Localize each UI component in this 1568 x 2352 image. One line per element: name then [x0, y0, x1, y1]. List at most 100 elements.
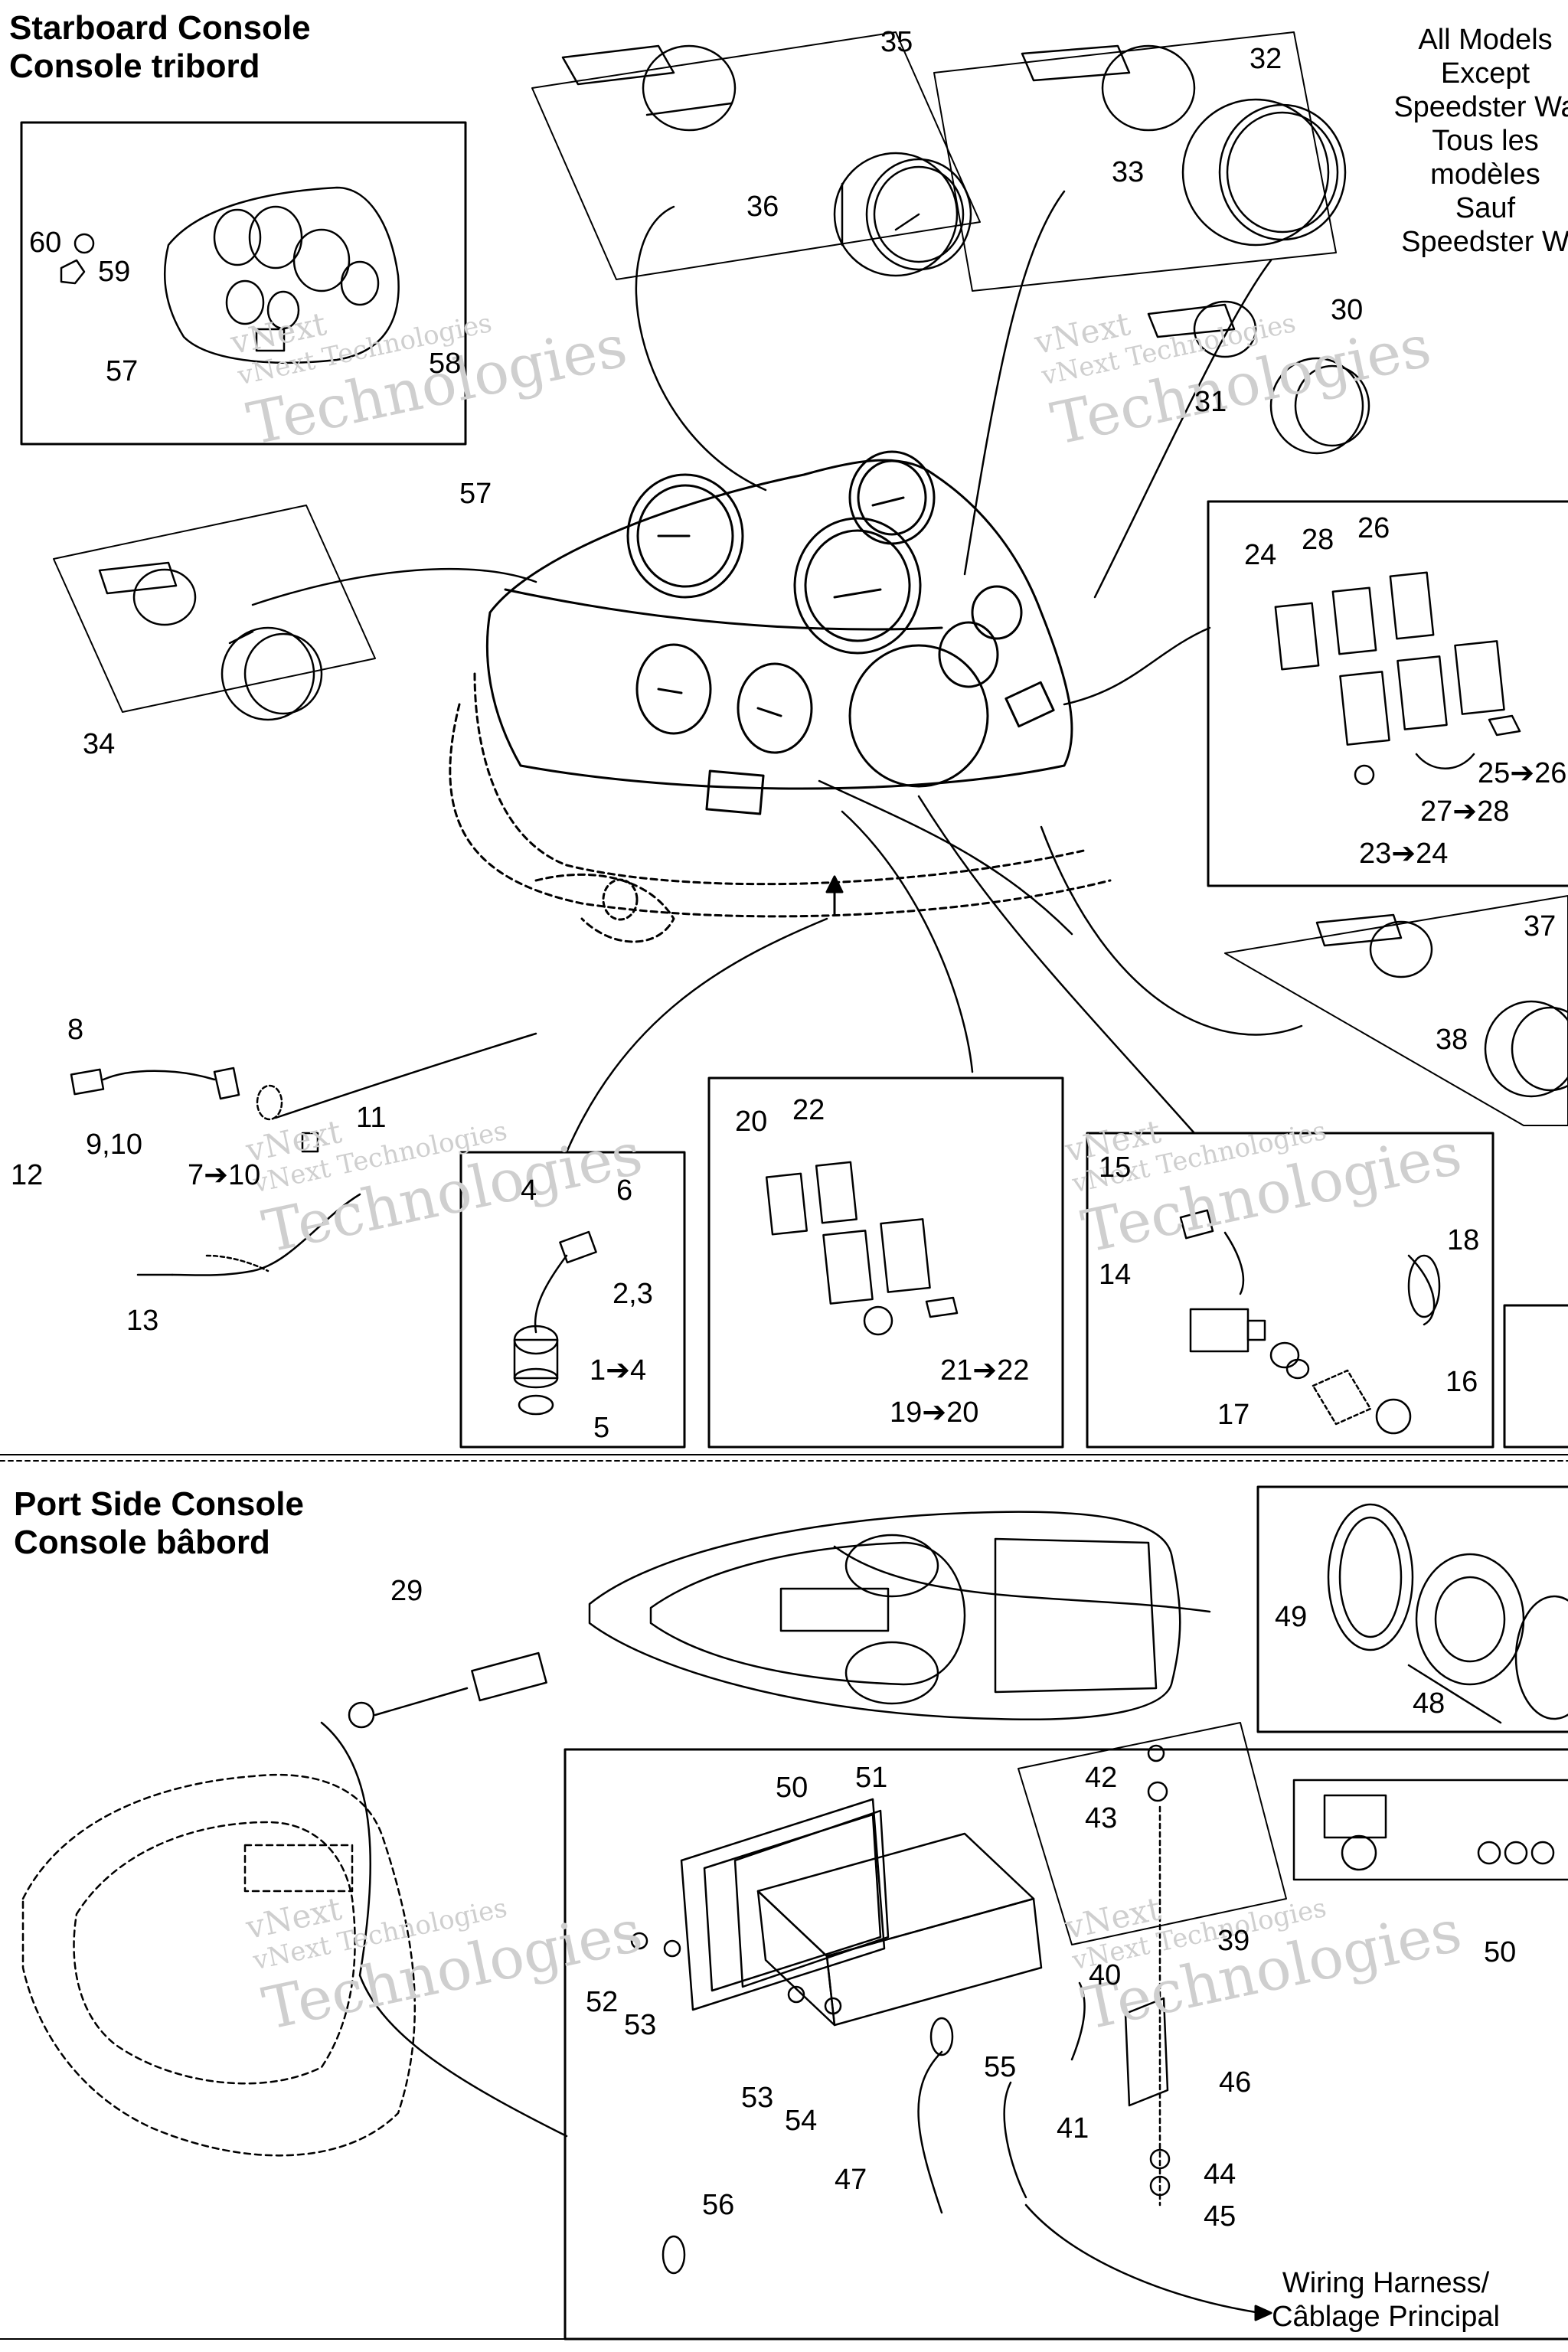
callout-55: 55: [984, 2051, 1017, 2083]
port-title-en: Port Side Console: [14, 1485, 304, 1523]
callout-32: 32: [1250, 43, 1282, 75]
callout-57-inset: 57: [106, 355, 139, 387]
callout-30: 30: [1331, 294, 1364, 326]
bracket-hardware: [630, 1744, 1257, 2314]
callout-53-right: 53: [741, 2082, 774, 2114]
push-switch-parts: [1179, 1209, 1441, 1435]
port-title-fr: Console bâbord: [14, 1524, 270, 1561]
starboard-console-body: [449, 450, 1112, 943]
callout-9-10: 9,10: [86, 1129, 142, 1161]
frame-gauge-32: [933, 31, 1337, 292]
callout-60: 60: [29, 227, 62, 259]
frame-gauge-37: [1224, 895, 1568, 1126]
small-gauge-cluster: [60, 186, 400, 364]
callout-5: 5: [593, 1412, 610, 1444]
callout-25: 25➔26: [1478, 757, 1567, 789]
gauge-30-housing: [1147, 300, 1257, 358]
callout-18: 18: [1447, 1224, 1480, 1256]
callout-48: 48: [1413, 1687, 1446, 1720]
callout-13: 13: [126, 1305, 159, 1337]
callout-19-20: 19➔20: [890, 1396, 979, 1429]
gauge-37-housing: [1315, 913, 1433, 978]
models-note-line-2: Except: [1440, 57, 1530, 90]
wiring-harness-line-1: Wiring Harness/: [1282, 2267, 1490, 2299]
models-note: All Models Except Speedster Wa Tous les …: [1363, 23, 1568, 259]
radio-assembly: [680, 1798, 1043, 2027]
inset-box-cable-tie-edge: [1503, 1304, 1568, 1449]
callout-23: 23➔24: [1359, 838, 1449, 870]
callout-15: 15: [1099, 1152, 1132, 1184]
inset-box-12v-outlet: [459, 1151, 686, 1449]
leader-lines: [251, 190, 1303, 2138]
callout-37: 37: [1524, 910, 1557, 942]
inset-box-speakers: [1256, 1485, 1568, 1733]
callout-42: 42: [1085, 1762, 1118, 1794]
callout-53-left: 53: [624, 2009, 657, 2041]
callout-17: 17: [1217, 1399, 1250, 1431]
wiring-harness-note: Wiring Harness/ Câblage Principal: [1225, 2266, 1547, 2334]
models-note-line-1: All Models: [1418, 24, 1553, 56]
callout-4: 4: [521, 1174, 537, 1207]
blower-switch-parts: [765, 1161, 959, 1336]
callout-12: 12: [11, 1159, 44, 1191]
inset-box-blower-switch: [707, 1076, 1064, 1449]
gauge-35-housing: [561, 44, 737, 132]
callout-16: 16: [1446, 1366, 1478, 1398]
callout-52: 52: [586, 1986, 619, 2018]
callout-49: 49: [1275, 1601, 1308, 1633]
callout-28: 28: [1302, 524, 1334, 556]
callout-33: 33: [1112, 156, 1145, 188]
callout-43: 43: [1085, 1802, 1118, 1834]
callout-38: 38: [1436, 1024, 1468, 1056]
models-note-line-6: Sauf: [1455, 192, 1516, 224]
callout-41: 41: [1057, 2112, 1089, 2145]
callout-50-radio: 50: [776, 1772, 808, 1804]
gauge-31: [1269, 357, 1370, 455]
callout-24: 24: [1244, 539, 1277, 571]
starboard-title-en: Starboard Console: [9, 9, 311, 47]
switch-panels: [1274, 571, 1521, 786]
callout-7-10: 7➔10: [188, 1159, 261, 1191]
wiring-harness-arrow: [1254, 2305, 1272, 2321]
callout-14: 14: [1099, 1259, 1132, 1291]
models-note-line-7: Speedster W: [1401, 226, 1568, 258]
starboard-title-fr: Console tribord: [9, 47, 260, 85]
callout-45: 45: [1204, 2200, 1236, 2233]
speaker-parts: [1327, 1503, 1568, 1724]
callout-22: 22: [792, 1094, 825, 1126]
callout-21-22: 21➔22: [940, 1354, 1030, 1387]
callout-6: 6: [616, 1174, 633, 1207]
callout-20: 20: [735, 1106, 768, 1138]
gauge-33: [1181, 98, 1347, 247]
callout-27: 27➔28: [1420, 795, 1510, 828]
models-note-line-4: Tous les: [1432, 125, 1539, 157]
callout-36: 36: [746, 191, 779, 223]
gauge-34: [98, 561, 323, 721]
callout-58: 58: [429, 348, 462, 380]
gauge-36: [833, 152, 972, 277]
callout-1-4: 1➔4: [590, 1354, 647, 1387]
callout-35: 35: [880, 26, 913, 58]
port-console-body: [21, 1773, 416, 2157]
callout-8: 8: [67, 1014, 84, 1046]
inset-box-gauge-cluster: [20, 121, 467, 446]
inset-box-radio: [564, 1748, 1568, 2341]
gauge-32-housing: [1021, 44, 1196, 132]
callout-50-faceplate: 50: [1484, 1936, 1517, 1968]
callout-59: 59: [98, 256, 131, 288]
callout-39: 39: [1217, 1925, 1250, 1957]
callout-46: 46: [1219, 2066, 1252, 2099]
gauge-38: [1484, 1000, 1568, 1098]
callout-31: 31: [1194, 386, 1227, 418]
callout-2-3: 2,3: [612, 1278, 653, 1310]
callout-29: 29: [390, 1575, 423, 1607]
radio-faceplate: [1292, 1779, 1568, 1881]
models-note-line-3: Speedster Wa: [1393, 91, 1568, 123]
cable-assembly-8-13: [70, 1067, 361, 1276]
callout-57: 57: [459, 478, 492, 510]
connector-29: [348, 1651, 547, 1729]
arrow-up: [825, 875, 844, 916]
frame-radio: [1018, 1722, 1287, 1945]
inset-box-switches: [1207, 500, 1568, 887]
